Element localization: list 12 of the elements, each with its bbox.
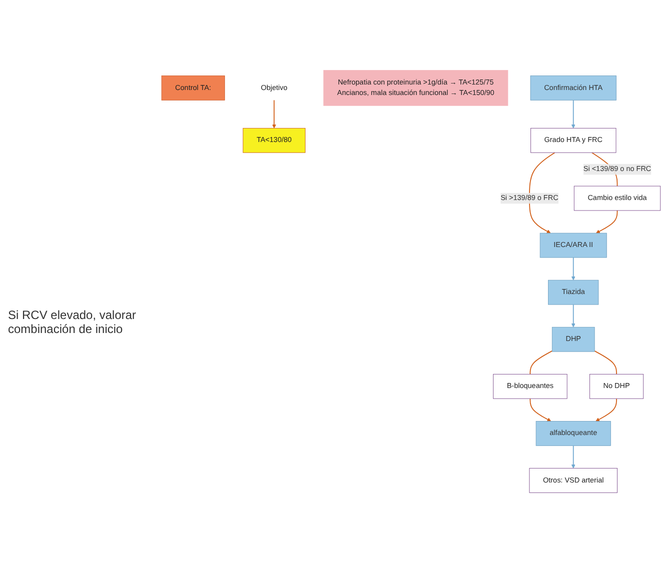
- arrow: [571, 257, 576, 280]
- arrow: [529, 152, 556, 234]
- arrow: [596, 210, 618, 234]
- connector: [594, 350, 617, 375]
- arrow: [571, 304, 576, 328]
- arrow: [571, 100, 576, 128]
- connector: [530, 350, 553, 375]
- arrow: [596, 398, 617, 422]
- arrow: [530, 398, 552, 422]
- note-text: Si RCV elevado, valorar combinación de inicio: [8, 308, 138, 336]
- arrow: [272, 100, 276, 128]
- arrow: [571, 445, 576, 468]
